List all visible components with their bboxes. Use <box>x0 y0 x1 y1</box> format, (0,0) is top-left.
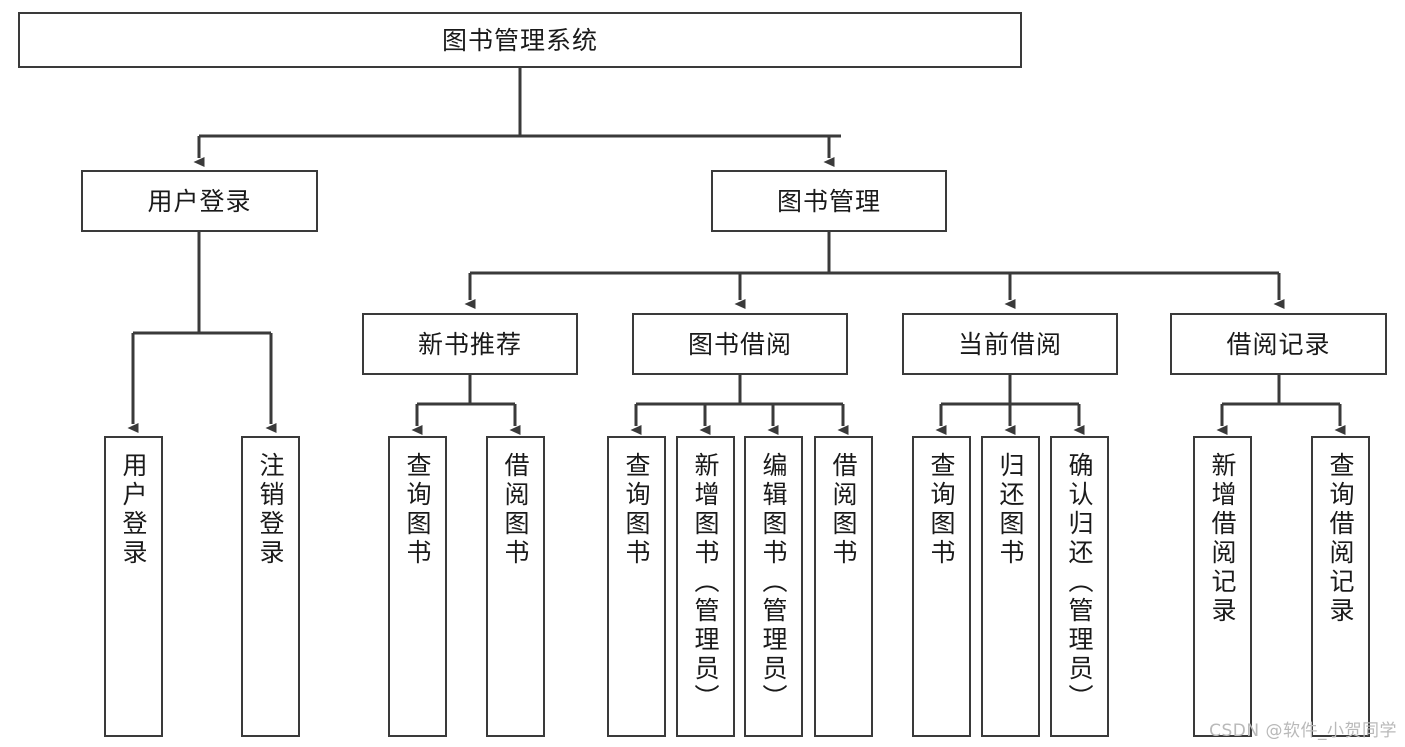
node-current-borrow[interactable]: 当前借阅 <box>902 313 1118 375</box>
node-leaf-return-book[interactable]: 归还图书 <box>981 436 1040 737</box>
node-leaf-borrow-book-recommend[interactable]: 借阅图书 <box>486 436 545 737</box>
node-label: 用户登录 <box>119 452 148 568</box>
node-label: 图书管理 <box>776 186 881 216</box>
node-label: 新书推荐 <box>417 329 522 359</box>
node-leaf-confirm-return-admin[interactable]: 确认归还（管理员） <box>1050 436 1109 737</box>
node-label: 查询借阅记录 <box>1326 452 1355 626</box>
node-book-borrow[interactable]: 图书借阅 <box>632 313 848 375</box>
node-label: 用户登录 <box>147 186 252 216</box>
node-label: 查询图书 <box>622 452 651 568</box>
node-label: 当前借阅 <box>957 329 1062 359</box>
node-label: 编辑图书（管理员） <box>759 452 788 713</box>
node-leaf-borrow-book-borrow[interactable]: 借阅图书 <box>814 436 873 737</box>
node-label: 借阅图书 <box>501 452 530 568</box>
node-label: 确认归还（管理员） <box>1065 452 1094 713</box>
node-leaf-user-login[interactable]: 用户登录 <box>104 436 163 737</box>
node-label: 注销登录 <box>256 452 285 568</box>
node-leaf-edit-book-admin[interactable]: 编辑图书（管理员） <box>744 436 803 737</box>
csdn-watermark: CSDN @软件_小贺同学 <box>1209 721 1397 741</box>
node-user-login[interactable]: 用户登录 <box>81 170 318 232</box>
node-leaf-query-book-current[interactable]: 查询图书 <box>912 436 971 737</box>
node-label: 图书管理系统 <box>441 25 598 55</box>
node-leaf-logout-login[interactable]: 注销登录 <box>241 436 300 737</box>
node-label: 新增图书（管理员） <box>691 452 720 713</box>
node-book-manage[interactable]: 图书管理 <box>711 170 947 232</box>
node-label: 图书借阅 <box>687 329 792 359</box>
node-label: 借阅记录 <box>1226 329 1331 359</box>
node-new-book-recommend[interactable]: 新书推荐 <box>362 313 578 375</box>
node-label: 新增借阅记录 <box>1208 452 1237 626</box>
node-borrow-record[interactable]: 借阅记录 <box>1170 313 1387 375</box>
node-leaf-add-borrow-record[interactable]: 新增借阅记录 <box>1193 436 1252 737</box>
node-root-book-management-system[interactable]: 图书管理系统 <box>18 12 1022 68</box>
node-leaf-query-book-borrow[interactable]: 查询图书 <box>607 436 666 737</box>
node-leaf-add-book-admin[interactable]: 新增图书（管理员） <box>676 436 735 737</box>
node-leaf-query-book-recommend[interactable]: 查询图书 <box>388 436 447 737</box>
node-leaf-query-borrow-record[interactable]: 查询借阅记录 <box>1311 436 1370 737</box>
node-label: 归还图书 <box>996 452 1025 568</box>
node-label: 查询图书 <box>927 452 956 568</box>
node-label: 查询图书 <box>403 452 432 568</box>
node-label: 借阅图书 <box>829 452 858 568</box>
